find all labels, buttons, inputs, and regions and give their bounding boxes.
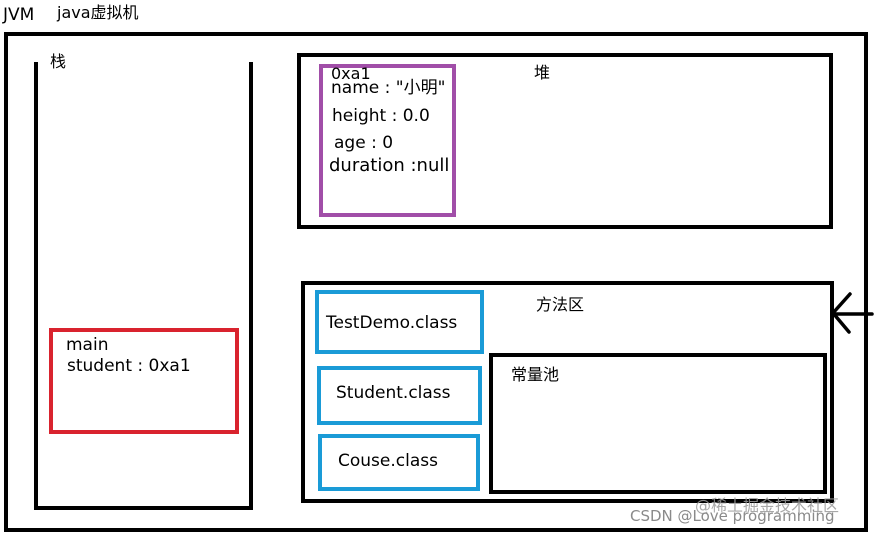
main-frame-title: main (66, 335, 109, 355)
method-area-label: 方法区 (536, 295, 585, 314)
class-box-testdemo (315, 290, 484, 354)
stack-container (34, 62, 253, 510)
main-frame-variable: student : 0xa1 (67, 356, 191, 376)
class-box-couse (318, 434, 480, 491)
object-address: 0xa1 (331, 64, 371, 83)
heap-box (297, 53, 833, 229)
heap-label: 堆 (534, 63, 551, 82)
class-name-couse: Couse.class (338, 451, 438, 471)
stack-label: 栈 (50, 52, 67, 71)
method-area-box (301, 281, 834, 503)
field-height: height : 0.0 (332, 106, 430, 126)
class-box-student (317, 366, 482, 425)
constant-pool-label: 常量池 (511, 365, 560, 384)
watermark-overlay: @稀土掘金技术社区 (695, 496, 840, 515)
jvm-label: JVM (3, 5, 35, 25)
jvm-outer-box (4, 32, 868, 532)
field-name: name : "小明" (331, 78, 446, 98)
class-name-testdemo: TestDemo.class (326, 313, 458, 333)
main-stack-frame (49, 328, 239, 434)
field-age: age : 0 (334, 133, 394, 153)
constant-pool-box (489, 353, 827, 494)
heap-object-box (319, 64, 456, 217)
class-name-student: Student.class (336, 383, 451, 403)
watermark-csdn: CSDN @Love programming (630, 507, 835, 525)
arrow-icon (831, 292, 874, 334)
jvm-description: java虚拟机 (57, 3, 139, 22)
field-duration: duration :null (329, 155, 450, 176)
